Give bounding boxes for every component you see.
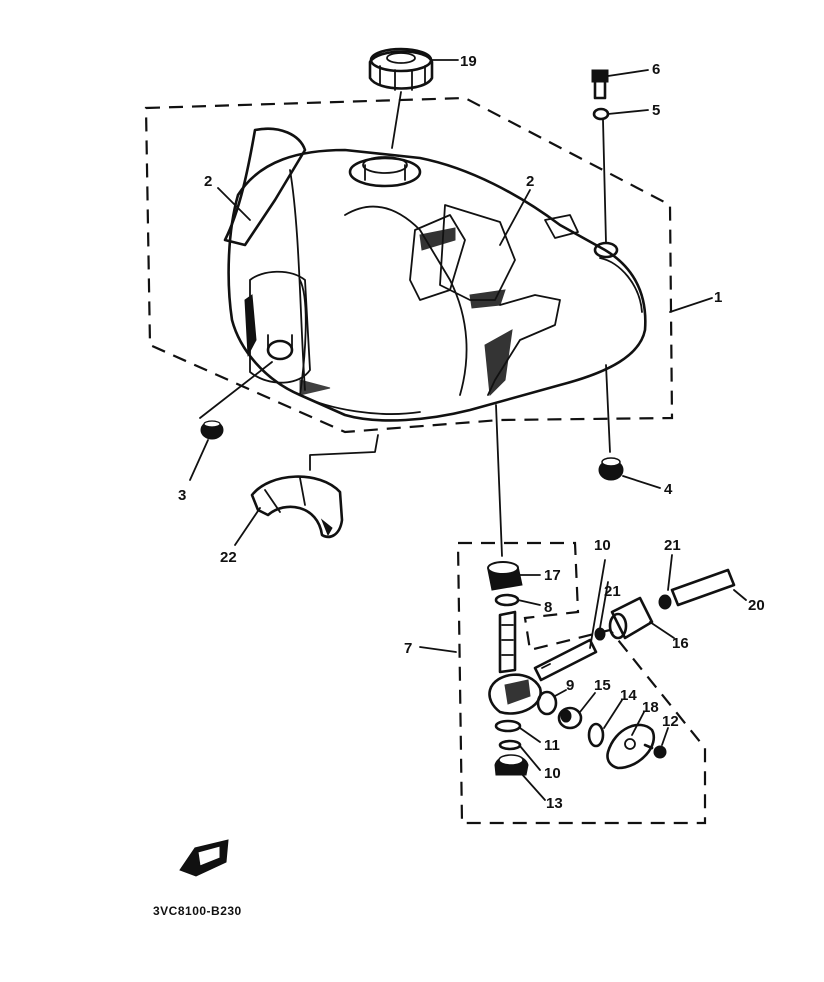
filter-pipe bbox=[533, 559, 606, 682]
fuel-cock-nut bbox=[487, 561, 523, 591]
gasket bbox=[536, 690, 558, 716]
o-ring-lever bbox=[587, 722, 605, 748]
callout-14: 14 bbox=[620, 687, 637, 704]
callout-4: 4 bbox=[664, 481, 673, 498]
bolt-and-washer bbox=[591, 69, 611, 453]
callout-2-right: 2 bbox=[526, 173, 534, 190]
callout-10-upper: 10 bbox=[594, 537, 611, 554]
tank-assembly-dashed-outline bbox=[144, 96, 674, 434]
callout-5: 5 bbox=[652, 102, 660, 119]
damper-front bbox=[199, 361, 273, 440]
plunger bbox=[557, 706, 583, 730]
grommet-rear bbox=[598, 457, 624, 481]
fuel-cock-assembly-dashed-outline bbox=[456, 541, 707, 825]
lever-plate bbox=[606, 723, 655, 770]
callout-15: 15 bbox=[594, 677, 611, 694]
callout-18: 18 bbox=[642, 699, 659, 716]
callout-10: 10 bbox=[544, 765, 561, 782]
callout-12: 12 bbox=[662, 713, 679, 730]
callout-19: 19 bbox=[460, 53, 477, 70]
washer-lower bbox=[498, 739, 522, 751]
valve-housing bbox=[594, 581, 654, 641]
callout-16: 16 bbox=[672, 635, 689, 652]
callout-21-middle: 21 bbox=[604, 583, 621, 600]
callout-labels: 19 6 5 2 2 1 3 4 22 7 17 8 10 21 21 20 1… bbox=[178, 53, 765, 812]
fuel-hose bbox=[658, 554, 736, 610]
callout-11: 11 bbox=[544, 737, 560, 754]
callout-13: 13 bbox=[546, 795, 563, 812]
o-ring-lower bbox=[494, 719, 522, 733]
callout-20: 20 bbox=[748, 597, 765, 614]
screw bbox=[643, 743, 667, 759]
fuel-cap bbox=[368, 47, 434, 149]
o-ring-upper bbox=[494, 593, 520, 607]
callout-22: 22 bbox=[220, 549, 237, 566]
callout-6: 6 bbox=[652, 61, 660, 78]
callout-3: 3 bbox=[178, 487, 186, 504]
callout-2-left: 2 bbox=[204, 173, 212, 190]
drain-cup bbox=[494, 754, 529, 776]
reference-code: 3VC8100-B230 bbox=[153, 904, 242, 918]
callout-8: 8 bbox=[544, 599, 552, 616]
fuel-tank-body bbox=[223, 127, 647, 422]
forward-direction-icon bbox=[179, 839, 229, 877]
heat-protector bbox=[250, 434, 379, 539]
callout-7: 7 bbox=[404, 640, 412, 657]
callout-1: 1 bbox=[714, 289, 722, 306]
callout-17: 17 bbox=[544, 567, 561, 584]
fuel-cock-body bbox=[488, 610, 542, 715]
callout-21-upper: 21 bbox=[664, 537, 681, 554]
leader-lines bbox=[189, 59, 747, 801]
callout-9: 9 bbox=[566, 677, 574, 694]
